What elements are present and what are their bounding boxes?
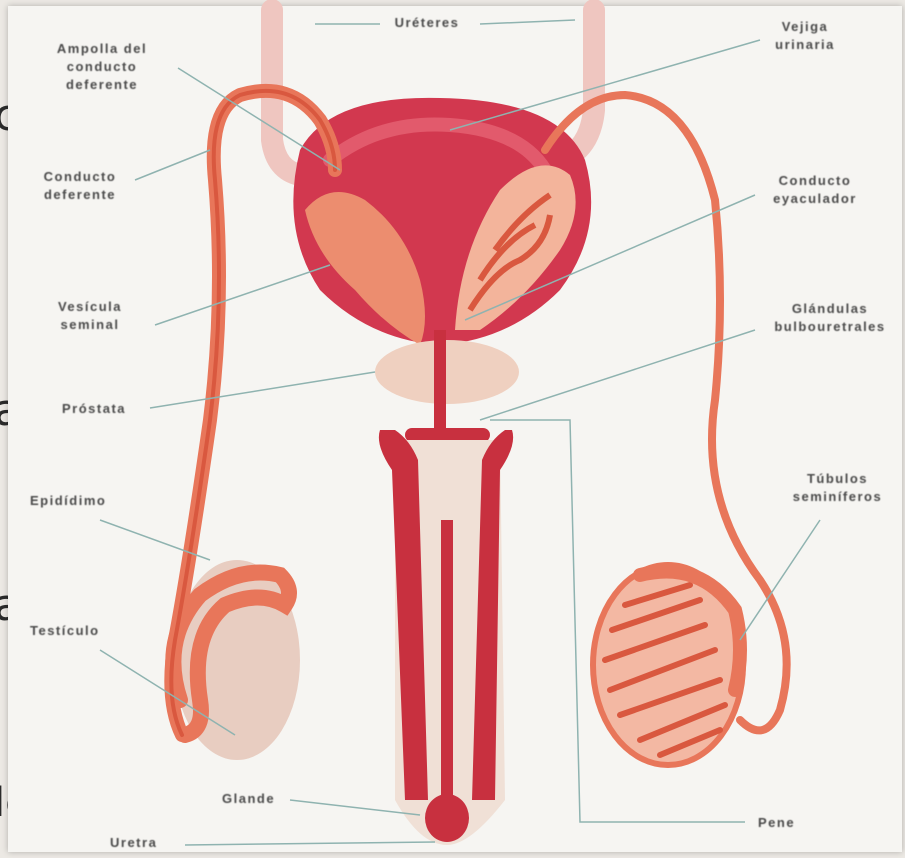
- label-glandulas-bulbouretrales: Glándulas bulbouretrales: [755, 300, 905, 336]
- label-ampolla-conducto-deferente: Ampolla del conducto deferente: [32, 40, 172, 94]
- label-ureteres: Uréteres: [372, 14, 482, 32]
- glans: [425, 794, 469, 842]
- label-glande: Glande: [222, 790, 302, 808]
- bulbourethral-bar: [405, 428, 490, 442]
- label-vesicula-seminal: Vesícula seminal: [30, 298, 150, 334]
- prostate: [375, 340, 519, 404]
- label-conducto-deferente: Conducto deferente: [20, 168, 140, 204]
- label-pene: Pene: [758, 814, 838, 832]
- label-epididimo: Epidídimo: [30, 492, 140, 510]
- label-testiculo: Testículo: [30, 622, 140, 640]
- label-conducto-eyaculador: Conducto eyaculador: [750, 172, 880, 208]
- label-prostata: Próstata: [62, 400, 162, 418]
- label-vejiga-urinaria: Vejiga urinaria: [750, 18, 860, 54]
- label-tubulos-seminiferos: Túbulos seminíferos: [770, 470, 905, 506]
- label-uretra: Uretra: [110, 834, 190, 852]
